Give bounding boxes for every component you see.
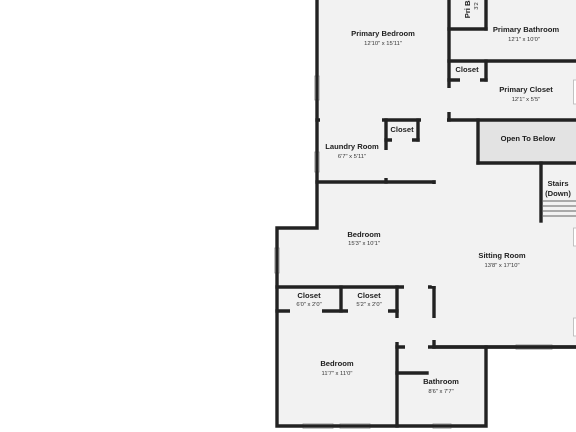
room-laundry-room: Laundry Room 6'7" x 5'11" <box>325 142 379 160</box>
room-closet-primary: Closet <box>455 65 479 74</box>
svg-text:6'7" x 5'11": 6'7" x 5'11" <box>338 154 366 160</box>
room-closet-right: Closet 5'2" x 2'0" <box>356 291 381 308</box>
room-bedroom-lower: Bedroom 11'7" x 11'0" <box>320 359 354 377</box>
floor-area <box>277 0 576 426</box>
svg-text:11'7" x 11'0": 11'7" x 11'0" <box>322 371 353 377</box>
svg-text:12'1" x 5'5": 12'1" x 5'5" <box>512 97 541 103</box>
svg-text:12'1" x 10'0": 12'1" x 10'0" <box>508 37 540 43</box>
window <box>573 227 576 247</box>
svg-text:8'6" x 7'7": 8'6" x 7'7" <box>428 389 453 395</box>
svg-text:Laundry Room: Laundry Room <box>325 142 379 151</box>
svg-text:Primary Bathroom: Primary Bathroom <box>493 25 560 34</box>
svg-text:Bedroom: Bedroom <box>347 230 381 239</box>
svg-text:6'0" x 2'0": 6'0" x 2'0" <box>296 302 321 308</box>
room-bathroom: Bathroom 8'6" x 7'7" <box>423 377 459 395</box>
svg-text:12'10" x 15'11": 12'10" x 15'11" <box>364 41 402 47</box>
room-primary-bedroom: Primary Bedroom 12'10" x 15'11" <box>351 29 415 47</box>
room-primary-bath-partial: Pri Bat 3'2 <box>463 0 480 18</box>
room-primary-closet: Primary Closet 12'1" x 5'5" <box>499 85 553 103</box>
svg-text:Closet: Closet <box>390 125 414 134</box>
room-bedroom-upper: Bedroom 15'3" x 10'1" <box>347 230 381 247</box>
svg-text:Stairs: Stairs <box>547 179 568 188</box>
svg-text:Bedroom: Bedroom <box>320 359 354 368</box>
svg-text:Primary Closet: Primary Closet <box>499 85 553 94</box>
svg-text:Closet: Closet <box>357 291 381 300</box>
room-open-to-below: Open To Below <box>501 134 556 143</box>
svg-text:5'2" x 2'0": 5'2" x 2'0" <box>356 302 381 308</box>
door-openings <box>290 77 480 350</box>
room-closet-laundry: Closet <box>390 125 414 134</box>
room-closet-left: Closet 6'0" x 2'0" <box>296 291 321 308</box>
window <box>573 317 576 337</box>
svg-text:Pri Bat: Pri Bat <box>463 0 472 18</box>
svg-text:13'8" x 17'10": 13'8" x 17'10" <box>484 263 519 269</box>
svg-text:15'3" x 10'1": 15'3" x 10'1" <box>348 241 380 247</box>
stair-treads <box>543 200 576 217</box>
svg-text:(Down): (Down) <box>545 189 571 198</box>
svg-text:Closet: Closet <box>297 291 321 300</box>
room-primary-bathroom: Primary Bathroom 12'1" x 10'0" <box>493 25 560 43</box>
svg-text:Sitting Room: Sitting Room <box>478 251 525 260</box>
svg-text:3'2: 3'2 <box>474 2 480 10</box>
room-sitting-room: Sitting Room 13'8" x 17'10" <box>478 251 525 269</box>
window <box>573 79 576 105</box>
svg-text:Open To Below: Open To Below <box>501 134 556 143</box>
svg-text:Closet: Closet <box>455 65 479 74</box>
open-to-below-area <box>478 121 576 163</box>
room-stairs: Stairs (Down) <box>545 179 571 198</box>
svg-text:Primary Bedroom: Primary Bedroom <box>351 29 415 38</box>
svg-text:Bathroom: Bathroom <box>423 377 459 386</box>
